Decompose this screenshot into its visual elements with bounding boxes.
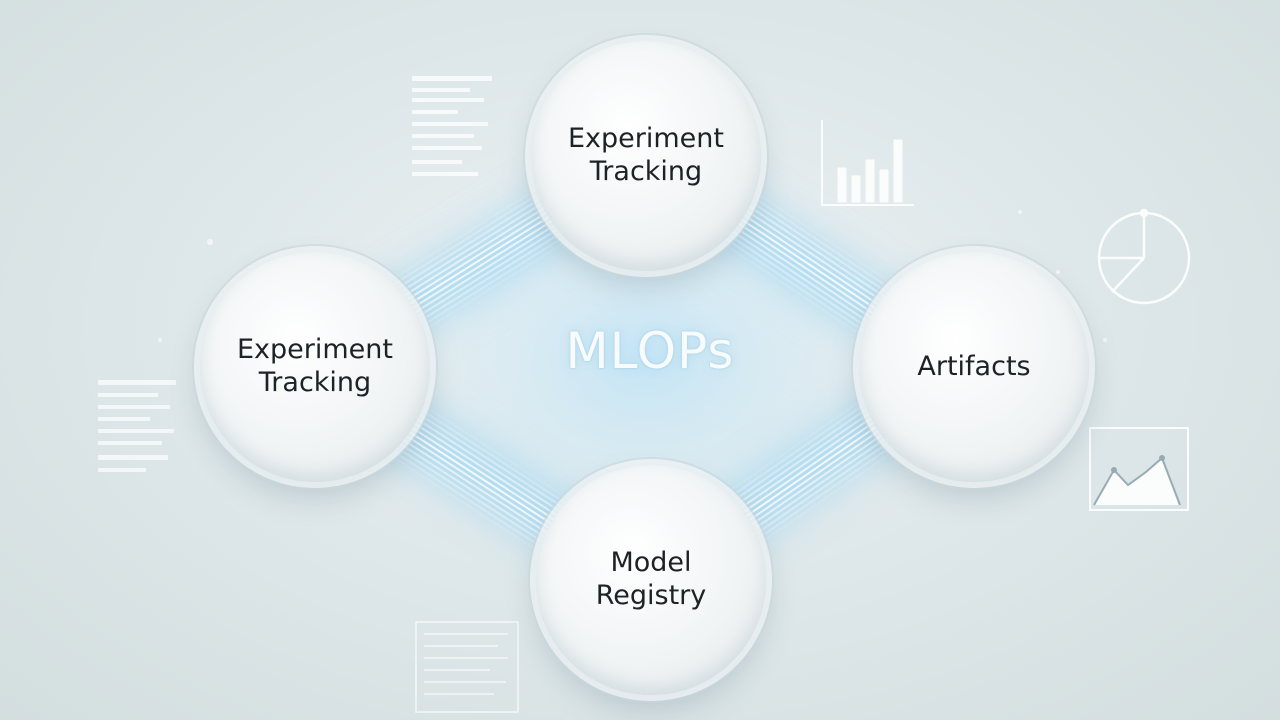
- code-lines-icon: [412, 76, 492, 176]
- bar-chart-icon: [821, 120, 914, 206]
- node-experiment-tracking-top[interactable]: Experiment Tracking: [531, 41, 761, 271]
- code-lines-icon: [98, 380, 176, 472]
- node-label: Model Registry: [595, 547, 707, 611]
- node-experiment-tracking-left[interactable]: Experiment Tracking: [200, 252, 430, 482]
- clock-icon: [1097, 208, 1191, 305]
- node-model-registry[interactable]: Model Registry: [536, 465, 766, 695]
- node-label: Experiment Tracking: [567, 123, 724, 187]
- code-lines-icon: [415, 621, 519, 713]
- line-chart-icon: [1089, 427, 1189, 511]
- center-title: MLOPs: [565, 322, 735, 380]
- node-label: Experiment Tracking: [236, 334, 393, 398]
- decorative-dots: [158, 210, 1107, 342]
- node-artifacts[interactable]: Artifacts: [859, 252, 1089, 482]
- node-label: Artifacts: [917, 350, 1031, 382]
